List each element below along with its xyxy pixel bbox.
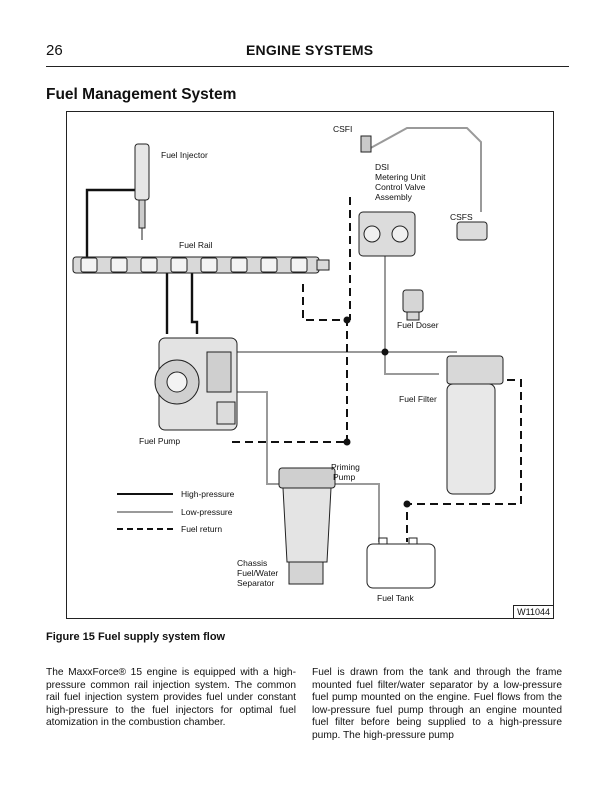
legend-label: High-pressure <box>181 489 235 499</box>
legend-swatch-fuel-return <box>117 528 173 530</box>
label-dsi-1: DSI <box>375 162 390 172</box>
label-dsi-2: Metering Unit <box>375 172 426 182</box>
label-csfi: CSFI <box>333 124 353 134</box>
legend-swatch-low-pressure <box>117 511 173 513</box>
label-fuel-tank: Fuel Tank <box>377 593 414 603</box>
label-priming-1: Priming <box>331 462 360 472</box>
dsi-metering-unit-drawing <box>358 135 416 257</box>
fuel-rail-drawing <box>72 256 330 274</box>
return-line-rail <box>302 284 348 442</box>
csfs-sensor-drawing <box>456 221 488 241</box>
running-header: ENGINE SYSTEMS <box>246 42 374 58</box>
label-priming-2: Pump <box>333 472 356 482</box>
legend-label: Low-pressure <box>181 507 233 517</box>
hp-line-rail-2 <box>190 272 199 334</box>
label-chassis-1: Chassis <box>237 558 268 568</box>
hp-line-injector <box>85 188 137 257</box>
legend-high-pressure: High-pressure <box>117 489 234 499</box>
section-title: Fuel Management System <box>46 86 237 103</box>
body-column-right: Fuel is drawn from the tank and through … <box>312 667 562 741</box>
label-fuel-filter: Fuel Filter <box>399 394 437 404</box>
fuel-system-diagram <box>72 127 522 589</box>
label-chassis-2: Fuel/Water <box>237 568 279 578</box>
fuel-tank-drawing <box>366 537 436 589</box>
junction-dots <box>343 316 411 508</box>
return-line-filter <box>406 379 522 542</box>
separator-drawing <box>278 467 336 585</box>
fuel-filter-drawing <box>446 355 504 495</box>
label-dsi-4: Assembly <box>375 192 412 202</box>
page-number: 26 <box>46 42 63 59</box>
fuel-doser-drawing <box>402 289 424 321</box>
header-rule <box>46 66 569 67</box>
low-pressure-lines <box>232 127 482 542</box>
label-fuel-injector: Fuel Injector <box>161 150 208 160</box>
lp-line-filter-to-doser <box>384 254 439 375</box>
figure-caption: Figure 15 Fuel supply system flow <box>46 631 226 643</box>
label-fuel-doser: Fuel Doser <box>397 320 439 330</box>
legend-low-pressure: Low-pressure <box>117 507 233 517</box>
fuel-system-figure: CSFI Fuel Injector DSI Metering Unit Con… <box>66 111 554 619</box>
fuel-pump-drawing <box>154 337 238 431</box>
label-csfs: CSFS <box>450 212 473 222</box>
label-fuel-rail: Fuel Rail <box>179 240 213 250</box>
fuel-injector-drawing <box>134 143 150 240</box>
legend-swatch-high-pressure <box>117 493 173 495</box>
legend-label: Fuel return <box>181 524 223 534</box>
lp-line-separator-to-tank <box>329 483 380 542</box>
label-chassis-3: Separator <box>237 578 275 588</box>
label-fuel-pump: Fuel Pump <box>139 436 181 446</box>
return-lines <box>232 197 522 542</box>
lp-line-csfi-to-csfs <box>366 127 482 212</box>
legend-fuel-return: Fuel return <box>117 524 222 534</box>
body-column-left: The MaxxForce® 15 engine is equipped wit… <box>46 667 296 729</box>
label-dsi-3: Control Valve <box>375 182 426 192</box>
high-pressure-lines <box>85 188 199 334</box>
figure-id: W11044 <box>513 605 553 618</box>
